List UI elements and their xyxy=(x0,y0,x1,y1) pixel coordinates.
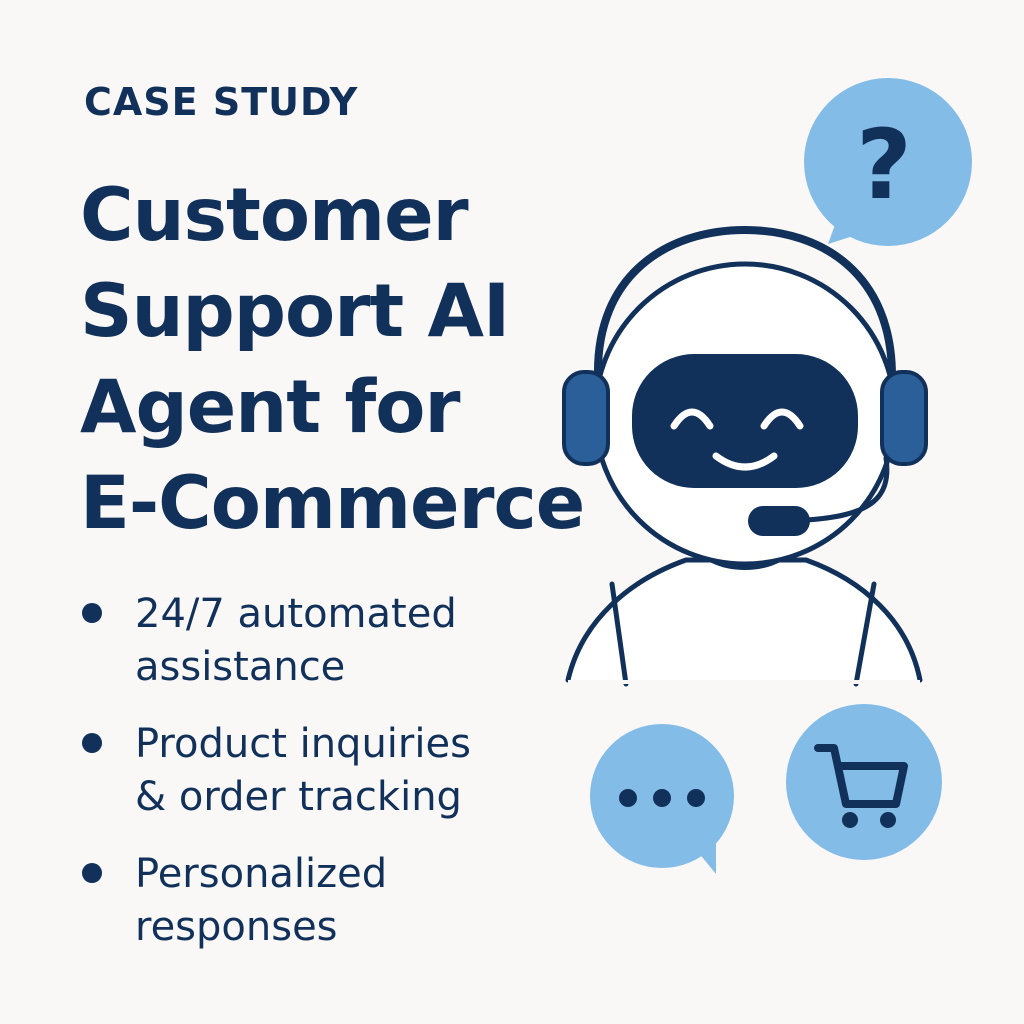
chat-bubble-icon xyxy=(590,724,734,874)
title-line: E-Commerce xyxy=(80,461,585,546)
bullet-dot-icon xyxy=(82,863,102,883)
smile xyxy=(712,452,778,471)
question-bubble-icon: ? xyxy=(804,78,972,246)
title-line: Support AI xyxy=(80,269,510,354)
headset-icon xyxy=(562,225,928,536)
feature-list: 24/7 automated assistance Product inquir… xyxy=(82,588,552,978)
bullet-dot-icon xyxy=(82,603,102,623)
case-study-label: CASE STUDY xyxy=(84,80,359,124)
bullet-dot-icon xyxy=(82,733,102,753)
feature-line: Product inquiries xyxy=(135,721,471,767)
right-eye xyxy=(760,408,804,430)
feature-item: Product inquiries & order tracking xyxy=(82,718,552,824)
left-eye xyxy=(670,408,714,430)
feature-text: Personalized responses xyxy=(135,848,387,954)
title-line: Agent for xyxy=(80,365,460,450)
feature-item: 24/7 automated assistance xyxy=(82,588,552,694)
robot-agent-icon xyxy=(562,225,928,687)
feature-line: & order tracking xyxy=(135,774,462,820)
feature-line: 24/7 automated xyxy=(135,591,457,637)
feature-line: assistance xyxy=(135,644,346,690)
shopping-cart-icon xyxy=(786,704,942,860)
question-mark: ? xyxy=(856,109,912,221)
feature-item: Personalized responses xyxy=(82,848,552,954)
feature-line: responses xyxy=(135,904,338,950)
feature-line: Personalized xyxy=(135,851,388,897)
page-title: Customer Support AI Agent for E-Commerce xyxy=(80,168,640,552)
feature-text: 24/7 automated assistance xyxy=(135,588,457,694)
feature-text: Product inquiries & order tracking xyxy=(135,718,471,824)
face-screen xyxy=(632,354,858,488)
title-line: Customer xyxy=(80,173,469,258)
